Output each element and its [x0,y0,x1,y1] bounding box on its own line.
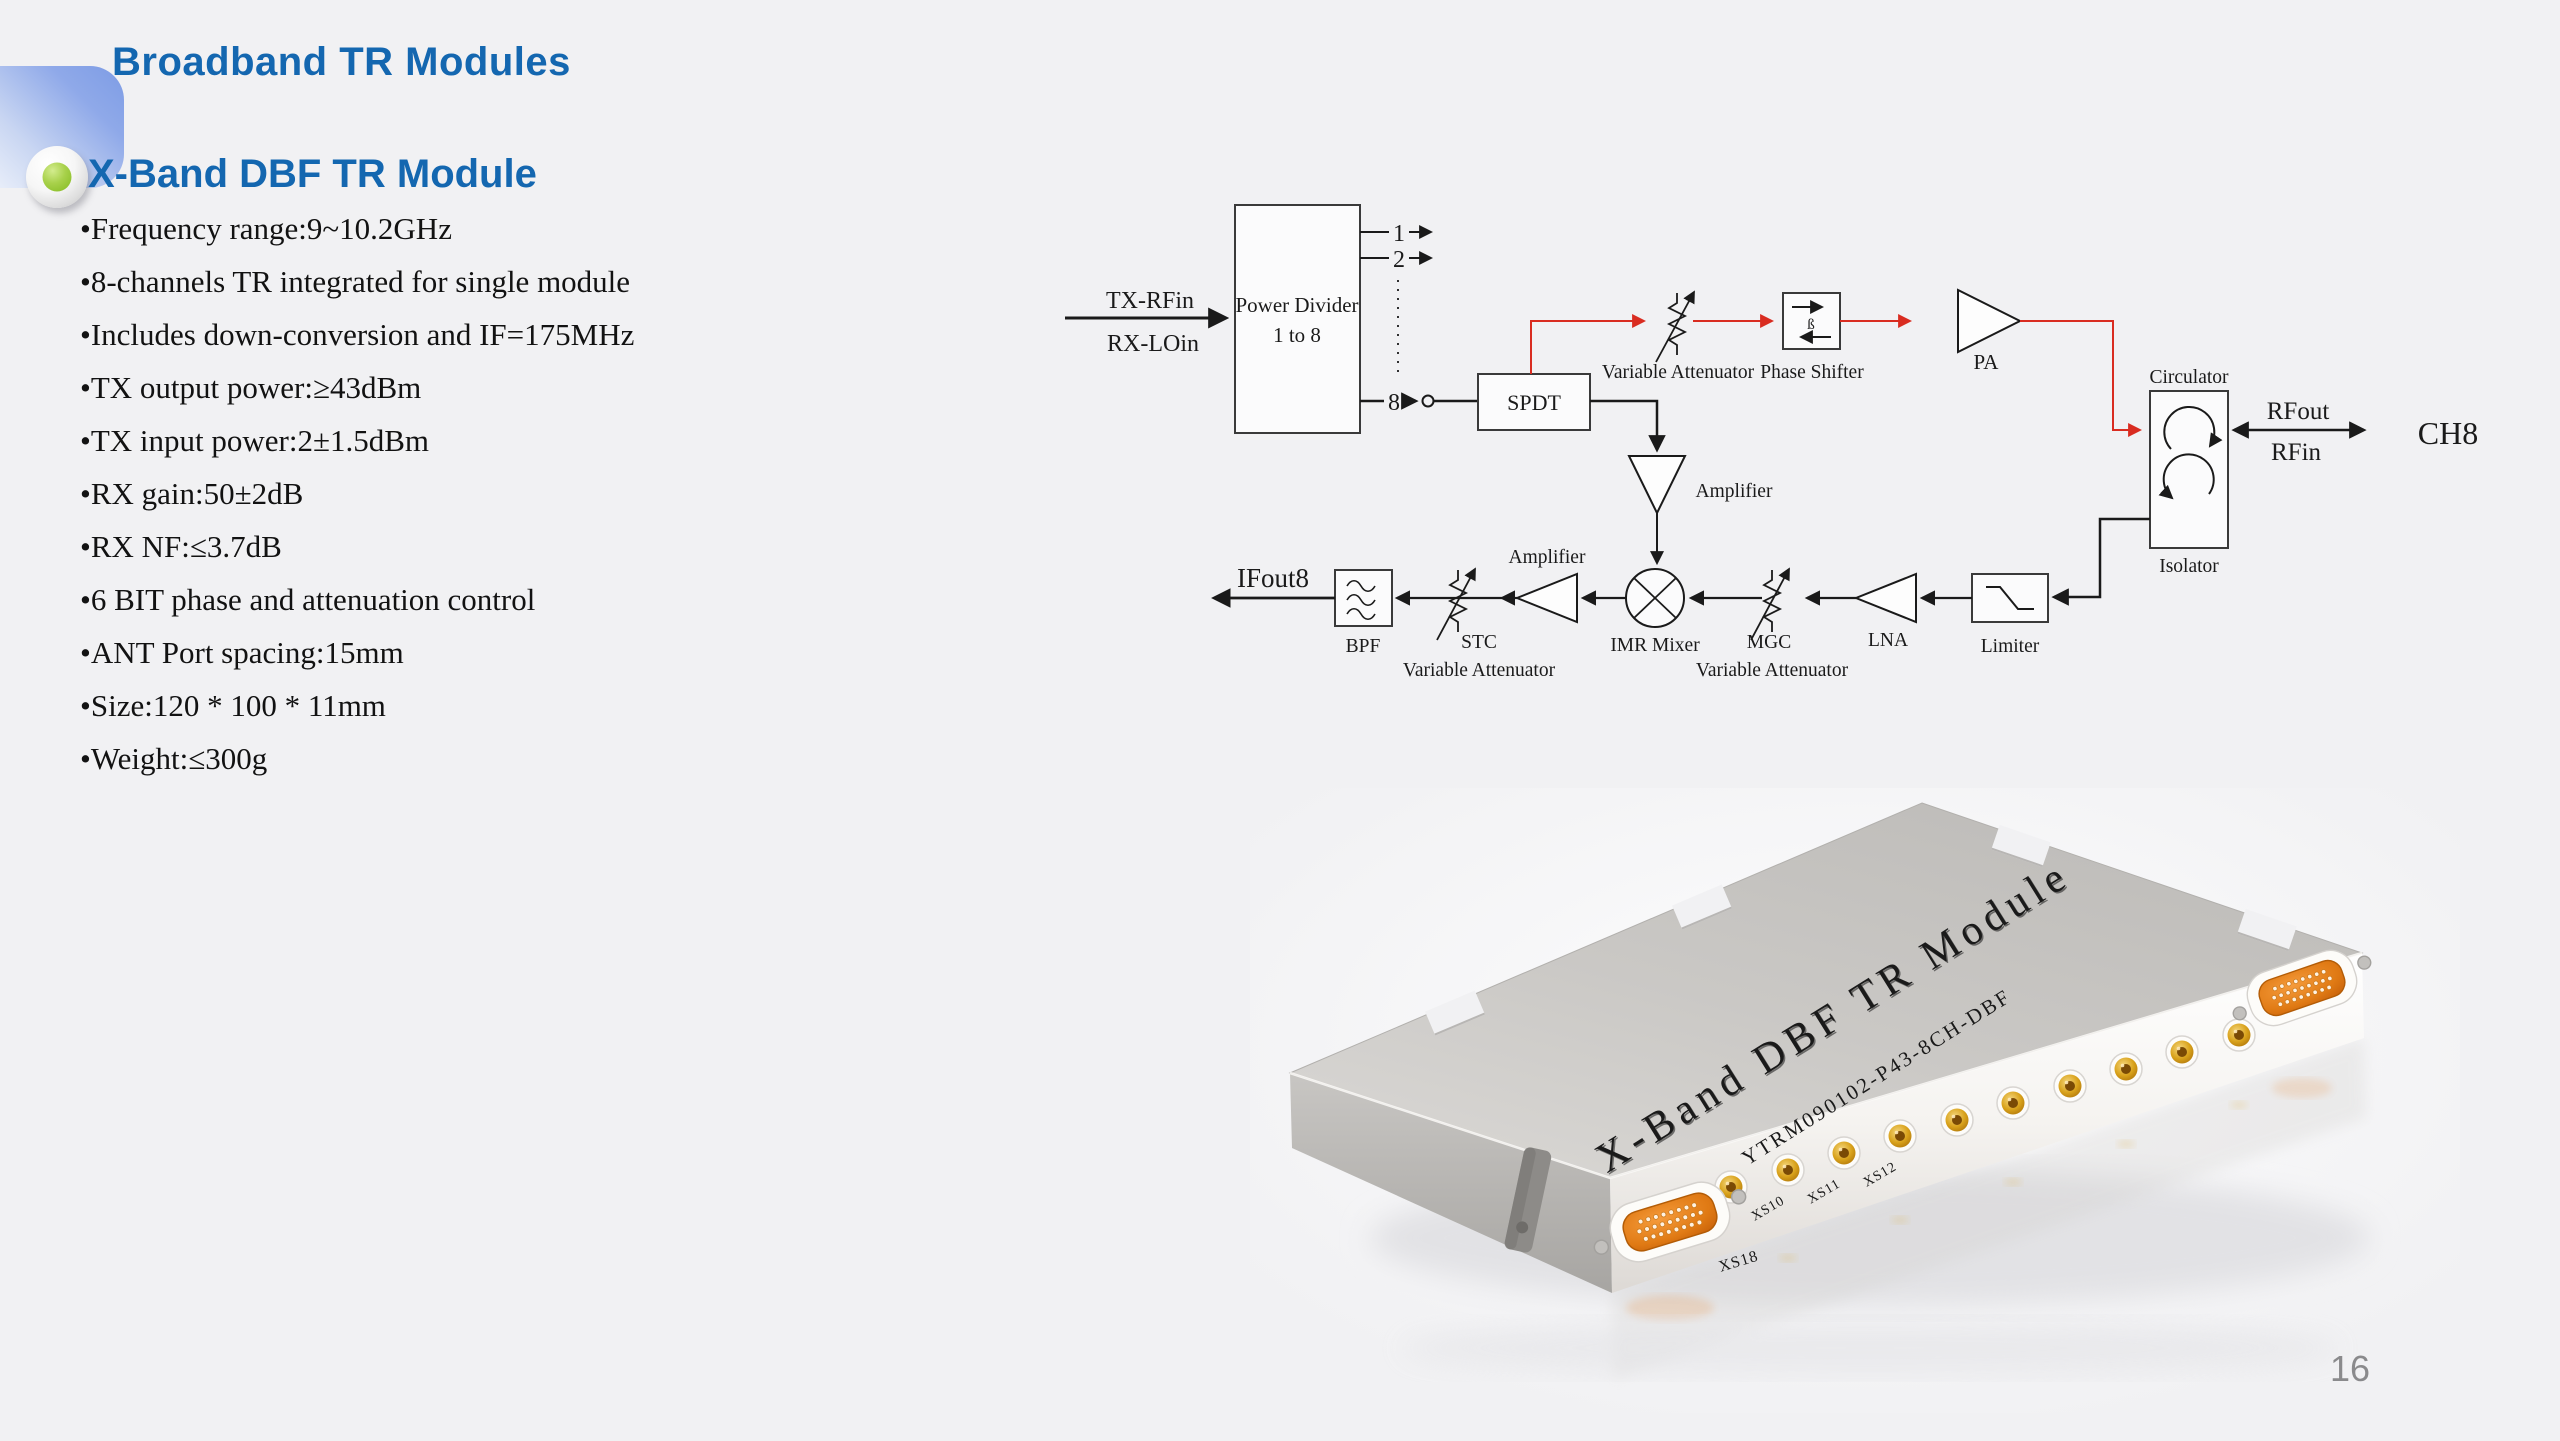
stc-variable-attenuator [1436,567,1476,641]
label-spdt: SPDT [1507,390,1561,415]
page-number: 16 [2330,1348,2371,1389]
label-bpf: BPF [1346,636,1381,657]
spec-item-tx-input: •TX input power:2±1.5dBm [80,423,430,458]
label-stc-attenuator: Variable Attenuator [1403,660,1556,681]
spec-item-frequency: •Frequency range:9~10.2GHz [80,211,452,246]
circulator-box [2149,390,2229,549]
label-power-divider: Power Divider [1235,293,1358,317]
dsub-connector-right [2232,949,2372,1027]
label-mgc: MGC [1747,632,1791,653]
dsub-connector-left [1593,1181,1747,1263]
spec-item-weight: •Weight:≤300g [80,741,268,776]
if-amplifier [1627,455,1687,516]
green-sphere-icon [26,146,88,208]
spec-item-downconv: •Includes down-conversion and IF=175MHz [80,317,635,352]
circulator-arrow [2163,405,2223,450]
bpf-filter [1334,569,1393,627]
module-notch-4 [2237,908,2297,952]
rx-amplifier [1514,572,1578,624]
spec-item-rx-gain: •RX gain:50±2dB [80,476,304,511]
label-circulator: Circulator [2149,367,2229,388]
module-notch-2 [1425,990,1485,1036]
smp-connector-row [1714,1018,2256,1204]
label-rx-loin: RX-LOin [1107,331,1199,357]
label-ifout8: IFout8 [1237,563,1309,593]
out8-node [1421,394,1435,408]
imr-mixer [1625,568,1685,628]
spec-item-ant-spacing: •ANT Port spacing:15mm [80,635,404,670]
green-sphere-core [42,162,72,192]
label-rfin: RFin [2271,439,2322,466]
phase-shifter [1782,292,1841,350]
spec-item-rx-nf: •RX NF:≤3.7dB [80,529,282,564]
label-pa: PA [1974,350,2000,374]
label-out2: 2 [1393,247,1405,273]
module-photo: X-Band DBF TR Module X-Band DBF TR Modul… [1250,788,2460,1413]
rx-path-1 [2051,517,2150,606]
spec-item-size: •Size:120 * 100 * 11mm [80,688,386,723]
module-notch-1 [1672,884,1732,930]
mgc-variable-attenuator [1750,567,1790,641]
limiter [1971,573,2049,623]
label-stc: STC [1461,632,1497,653]
label-rx-amplifier: Amplifier [1509,547,1586,568]
label-isolator: Isolator [2159,556,2219,577]
if-path-1 [1590,399,1666,453]
rf-block-diagram: TX-RFin RX-LOin Power Divider 1 to 8 1 2… [1065,204,2478,681]
label-phase-shifter: Phase Shifter [1760,362,1864,383]
label-ch8: CH8 [2418,415,2478,451]
label-mgc-attenuator: Variable Attenuator [1696,660,1849,681]
label-tx-rfin: TX-RFin [1106,288,1194,314]
spec-item-channels: •8-channels TR integrated for single mod… [80,264,631,299]
pa-amplifier [1957,288,2023,354]
label-imr-mixer: IMR Mixer [1610,635,1700,656]
page-title: Broadband TR Modules [112,40,571,84]
label-out8: 8 [1388,390,1400,416]
spdt-box [1477,373,1591,431]
isolator-arrow [2158,453,2215,500]
label-tx-attenuator: Variable Attenuator [1602,362,1755,383]
label-out1: 1 [1393,221,1405,247]
label-if-amplifier: Amplifier [1696,481,1773,502]
section-heading: X-Band DBF TR Module [88,152,537,196]
tx-variable-attenuator [1655,290,1695,363]
lna-amplifier [1853,572,1917,624]
label-limiter: Limiter [1981,636,2040,657]
module-notch-3 [1991,824,2051,868]
label-lna: LNA [1868,630,1908,651]
module-reflection [1400,1038,2366,1378]
spec-item-tx-output: •TX output power:≥43dBm [80,370,422,405]
tx-path-1 [1530,314,1647,374]
power-divider-box [1234,204,1361,434]
label-rfout: RFout [2267,398,2330,425]
tx-path-4 [2020,320,2143,437]
spec-item-phase-ctrl: •6 BIT phase and attenuation control [80,582,536,617]
module-slot [1504,1147,1552,1253]
label-phase-symbol: ß [1807,317,1815,333]
module-edge-highlight [1289,951,2363,1180]
label-power-divider-ratio: 1 to 8 [1273,323,1321,347]
spec-list: •Frequency range:9~10.2GHz •8-channels T… [80,202,634,785]
